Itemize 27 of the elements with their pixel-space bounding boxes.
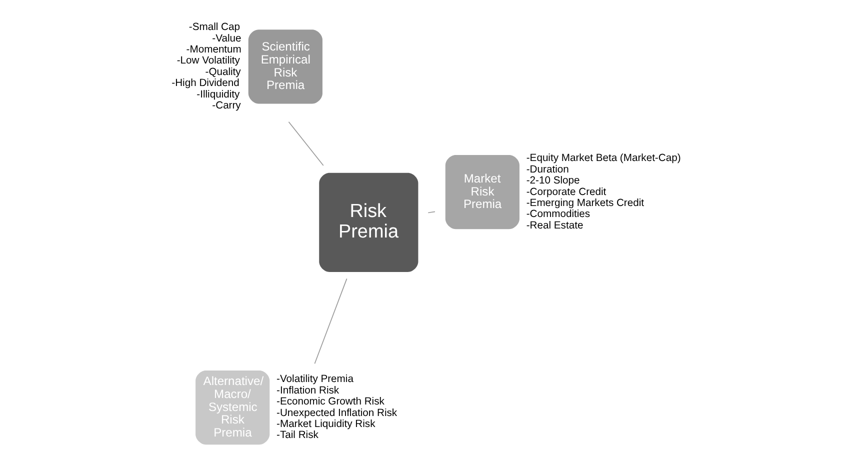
node-label: -Carry xyxy=(212,100,241,112)
connector xyxy=(428,211,436,214)
connector xyxy=(314,278,348,364)
node-label: -Real Estate xyxy=(526,220,584,232)
node-label: -Economic Growth Risk xyxy=(276,396,384,408)
node-label: -Corporate Credit xyxy=(526,186,606,198)
node-label: -Commodities xyxy=(526,209,590,220)
node-label: -Inflation Risk xyxy=(276,385,340,396)
node-label: -Momentum xyxy=(186,44,242,56)
node-label: -High Dividend xyxy=(172,78,240,90)
node-label: -Value xyxy=(212,33,242,44)
node-label: -Emerging Markets Credit xyxy=(526,198,644,209)
node-label: -Market Liquidity Risk xyxy=(276,419,376,430)
node-label: -Volatility Premia xyxy=(276,374,354,386)
node-label: -2-10 Slope xyxy=(526,176,580,187)
node-label: -Tail Risk xyxy=(276,430,318,442)
node-box: Market Risk Premia xyxy=(445,155,520,230)
connector xyxy=(288,121,324,166)
node-box: Risk Premia xyxy=(319,172,418,272)
node-label: -Low Volatility xyxy=(176,56,240,67)
node-label: -Illiquidity xyxy=(196,89,240,100)
node-label: -Equity Market Beta (Market-Cap) xyxy=(526,153,681,164)
node-label: -Unexpected Inflation Risk xyxy=(276,408,398,419)
node-label: -Quality xyxy=(205,66,241,78)
node-label: -Small Cap xyxy=(188,22,240,34)
node-box: Scientific Empirical Risk Premia xyxy=(248,30,322,104)
node-label: -Duration xyxy=(526,164,569,176)
